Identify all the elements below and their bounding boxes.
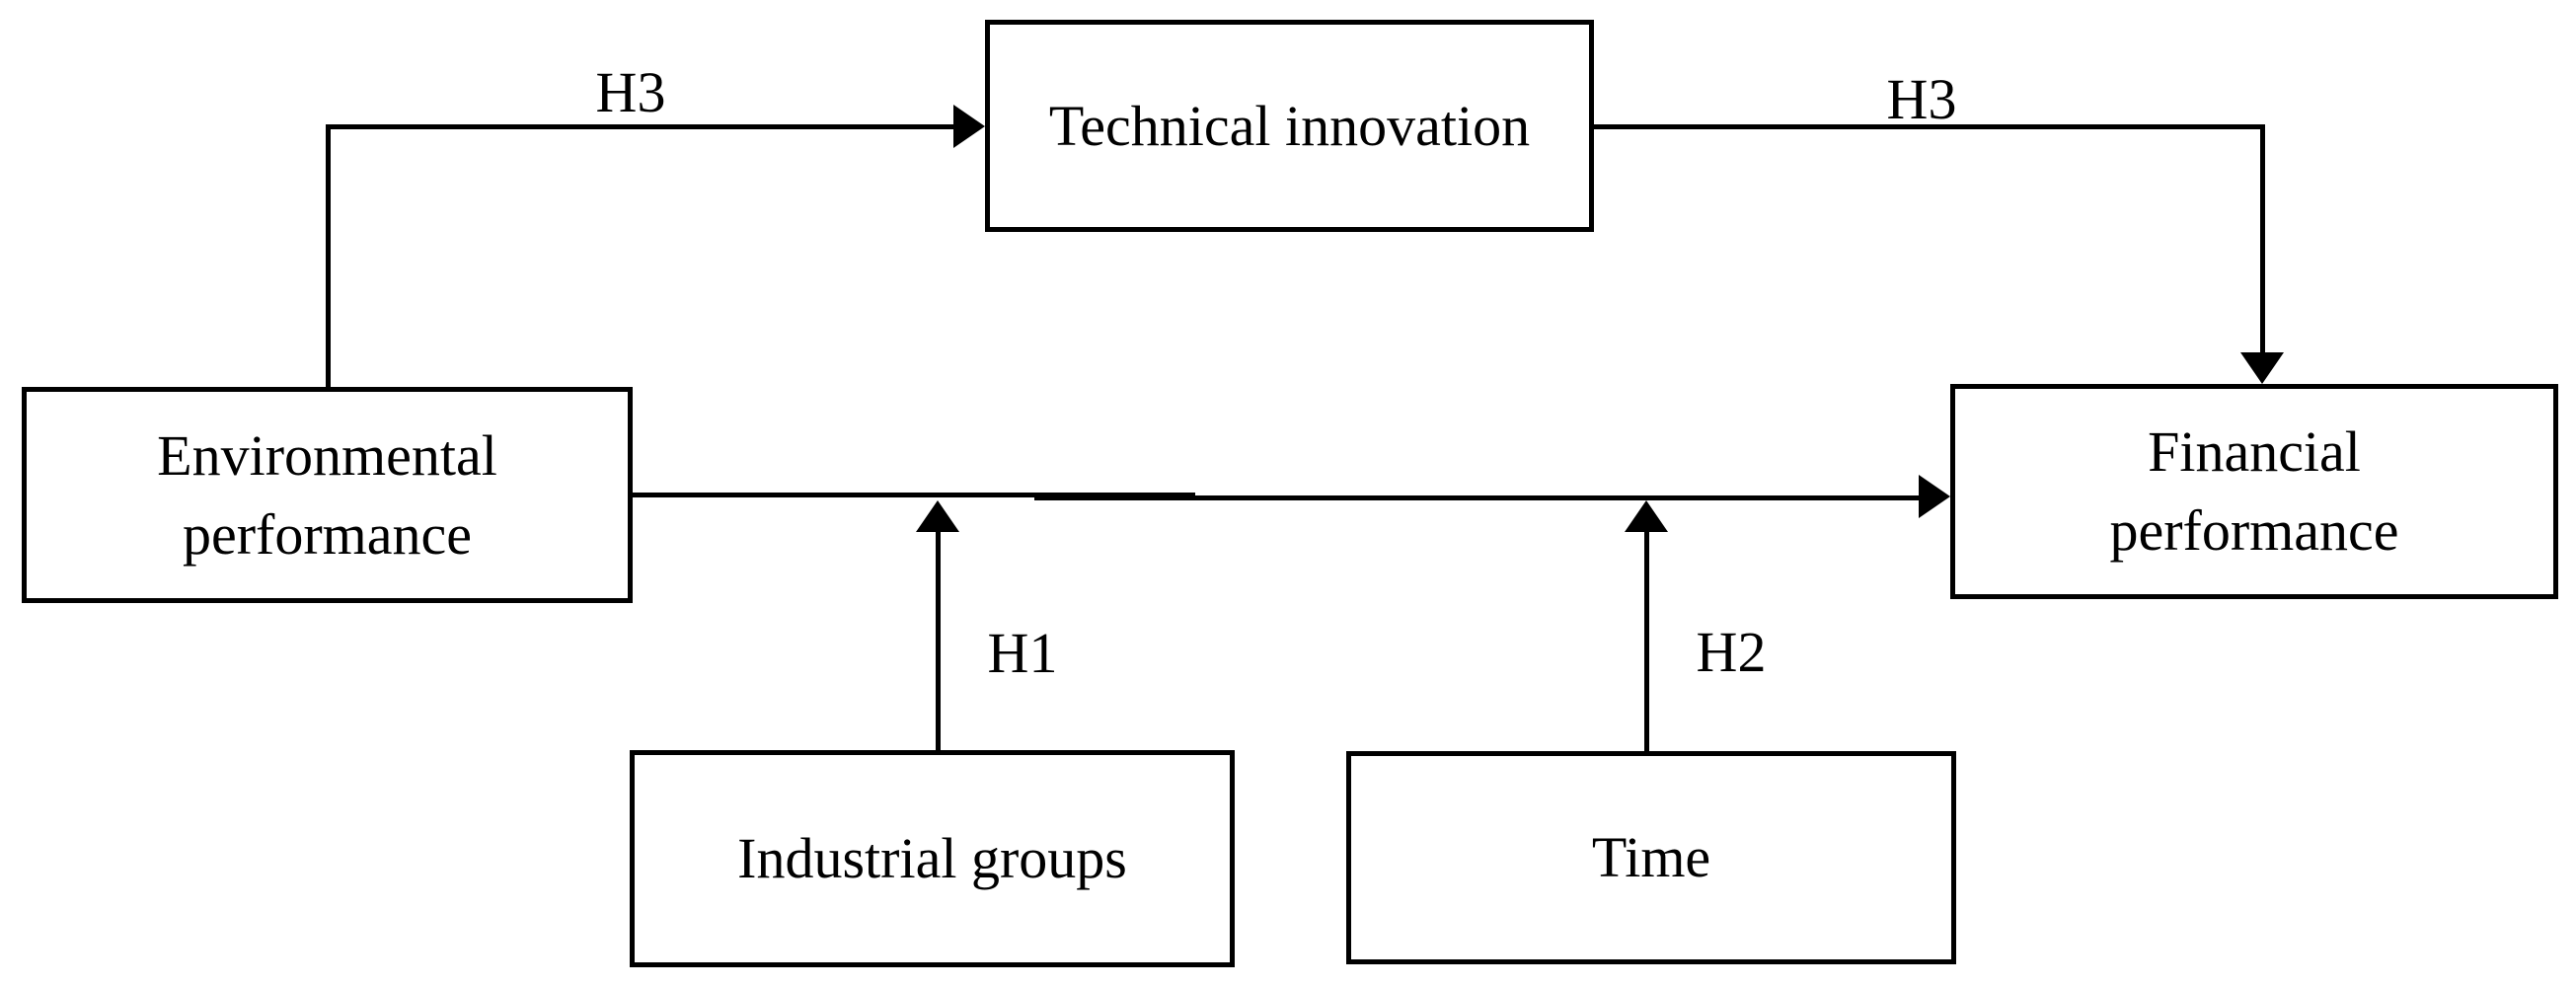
arrow-industrial-to-path-arrowhead-icon: [916, 500, 959, 532]
h3-left-label: H3: [595, 60, 666, 124]
arrow-env-to-financial-arrowhead-icon: [1919, 475, 1950, 518]
arrow-env-to-technical-arrowhead-icon: [953, 105, 985, 148]
financial-performance-box: Financial performance: [1950, 384, 2558, 599]
technical-innovation-label: Technical innovation: [1048, 93, 1531, 158]
h3-right-label: H3: [1886, 67, 1957, 131]
arrow-technical-to-financial-vertical-segment: [2260, 124, 2265, 352]
h1-label: H1: [987, 621, 1058, 685]
h2-label: H2: [1696, 620, 1767, 684]
arrow-time-to-path-vertical-segment: [1644, 530, 1649, 751]
arrow-industrial-to-path-vertical-segment: [936, 530, 941, 750]
financial-performance-label-line2: performance: [2109, 498, 2399, 563]
environmental-performance-label-line2: performance: [182, 501, 473, 567]
financial-performance-label-line1: Financial: [2148, 419, 2361, 484]
environmental-performance-box: Environmental performance: [22, 387, 633, 603]
arrow-env-to-financial-segment-1: [633, 493, 1195, 497]
time-box: Time: [1346, 751, 1956, 964]
arrow-technical-to-financial-horizontal-segment: [1594, 124, 2265, 129]
technical-innovation-box: Technical innovation: [985, 20, 1594, 232]
arrow-env-to-technical-horizontal-segment: [326, 124, 953, 129]
arrow-time-to-path-arrowhead-icon: [1625, 500, 1668, 532]
arrow-technical-to-financial-arrowhead-icon: [2240, 352, 2284, 384]
environmental-performance-label-line1: Environmental: [157, 422, 497, 488]
arrow-env-to-financial-segment-2: [1034, 495, 1919, 500]
time-label: Time: [1591, 825, 1711, 889]
arrow-env-to-technical-vertical-segment: [326, 126, 331, 387]
industrial-groups-box: Industrial groups: [630, 750, 1235, 967]
industrial-groups-label: Industrial groups: [737, 826, 1127, 890]
